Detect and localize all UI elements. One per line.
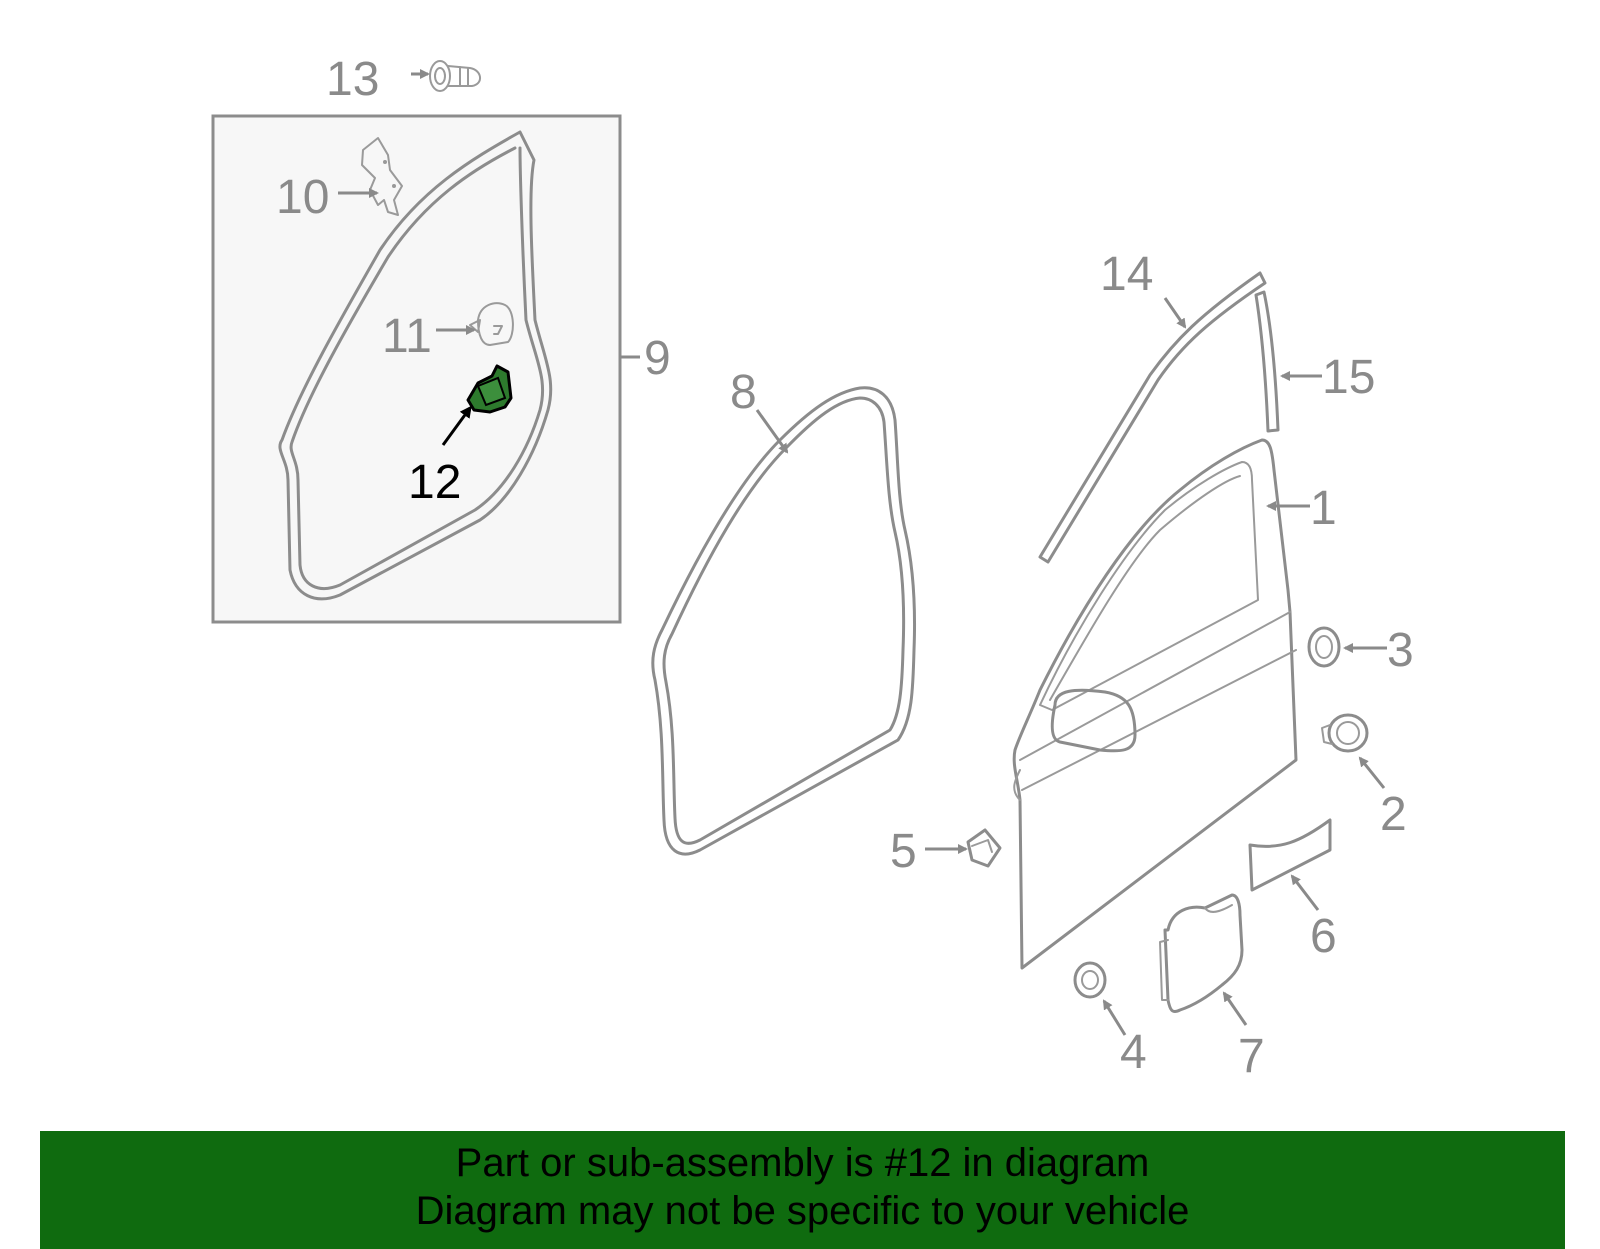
- clip-5: [966, 828, 1002, 868]
- callout-12[interactable]: 12: [408, 456, 461, 509]
- banner-line-disclaimer: Diagram may not be specific to your vehi…: [415, 1189, 1190, 1233]
- door-weatherstrip-9: [278, 130, 553, 601]
- info-banner: Part or sub-assembly is #12 in diagram D…: [40, 1131, 1565, 1249]
- callout-1: 1: [1310, 482, 1337, 535]
- screw-13: [429, 60, 481, 92]
- window-moulding-14: [1038, 271, 1267, 564]
- grommet-3: [1307, 626, 1341, 668]
- pillar-trim-15: [1254, 290, 1280, 433]
- callout-6: 6: [1310, 910, 1337, 963]
- highlighted-clip-12[interactable]: [466, 364, 513, 414]
- grommet-4: [1073, 961, 1107, 999]
- callout-3: 3: [1387, 624, 1414, 677]
- callout-14: 14: [1100, 248, 1153, 301]
- banner-line-part: Part or sub-assembly is #12 in diagram: [455, 1141, 1150, 1185]
- callout-10: 10: [276, 171, 329, 224]
- callout-9: 9: [644, 332, 671, 385]
- callout-11: 11: [382, 310, 432, 363]
- parts-diagram: 13 10 11 12 9 8 14 15 1 3 2 5 6 7 4: [211, 53, 1414, 1083]
- bracket-10: [361, 137, 403, 216]
- insulator-pad-6: [1248, 818, 1332, 892]
- door-shell-1: [1012, 438, 1298, 970]
- callout-15: 15: [1322, 351, 1375, 404]
- callout-7: 7: [1238, 1030, 1265, 1083]
- door-opening-weatherstrip-8: [651, 386, 917, 856]
- callout-8: 8: [730, 366, 757, 419]
- callout-4: 4: [1120, 1026, 1147, 1079]
- access-panel-7: [1159, 893, 1244, 1014]
- callout-5: 5: [890, 825, 917, 878]
- bumper-2: [1321, 713, 1369, 753]
- callout-2: 2: [1380, 788, 1407, 841]
- callout-13: 13: [326, 53, 379, 106]
- subassembly-box: [211, 114, 622, 624]
